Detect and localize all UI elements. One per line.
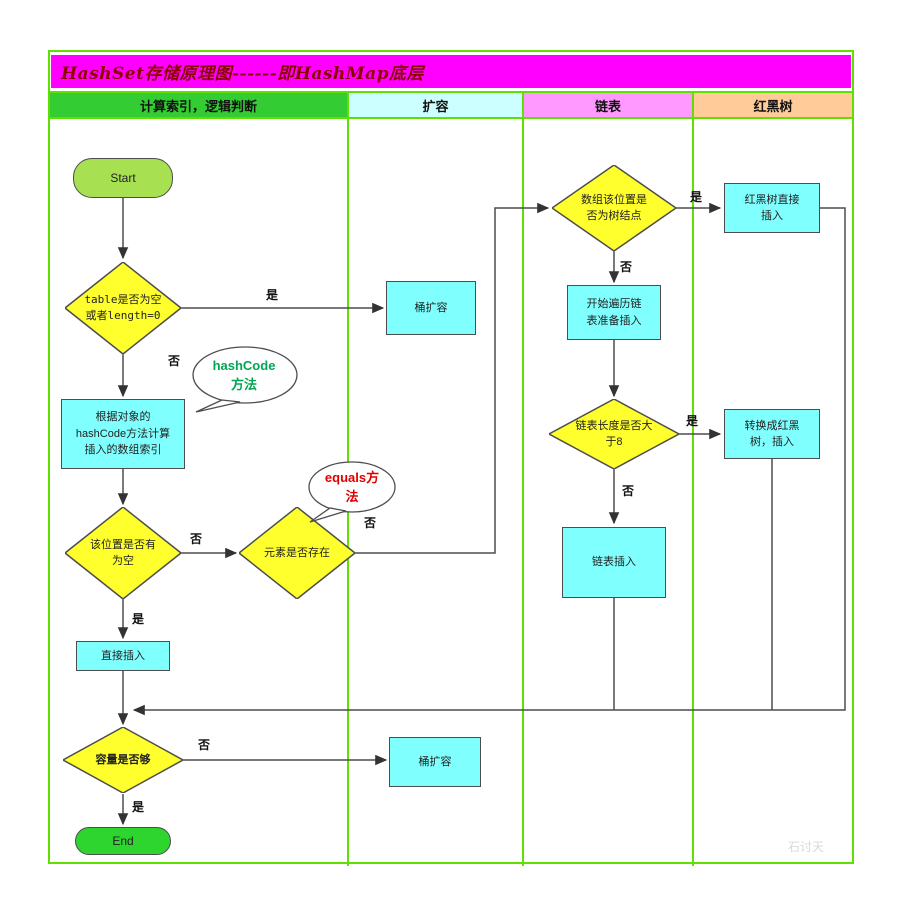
header-top-line	[48, 91, 854, 93]
edge-label-posempty-no: 否	[190, 532, 203, 546]
callout-hashcode: hashCode 方法	[190, 346, 298, 414]
decision-len-gt8-label: 链表长度是否大 于8	[575, 419, 653, 449]
edge-label-capacity-no: 否	[198, 738, 211, 752]
end-node: End	[75, 827, 171, 855]
process-list-insert: 链表插入	[562, 527, 666, 598]
diagram-frame	[48, 50, 854, 864]
decision-element-exists-label: 元素是否存在	[264, 546, 330, 559]
edge-label-capacity-yes: 是	[132, 800, 145, 814]
lane-header-expand: 扩容	[349, 93, 522, 117]
decision-capacity-label: 容量是否够	[95, 753, 151, 766]
decision-pos-empty: 该位置是否有 为空	[65, 507, 181, 599]
edge-label-table-no: 否	[168, 354, 181, 368]
callout-hashcode-label: hashCode 方法	[212, 358, 276, 392]
edge-label-len8-no: 否	[622, 484, 635, 498]
edge-label-len8-yes: 是	[686, 414, 699, 428]
process-rbt-direct-insert: 红黑树直接 插入	[724, 183, 820, 233]
process-bucket-expand-2: 桶扩容	[389, 737, 481, 787]
process-traverse-list: 开始遍历链 表准备插入	[567, 285, 661, 340]
edge-label-tree-yes: 是	[690, 190, 703, 204]
callout-equals: equals方 法	[306, 460, 398, 526]
start-node: Start	[73, 158, 173, 198]
decision-len-gt8: 链表长度是否大 于8	[549, 399, 679, 469]
lane-header-linked-list: 链表	[524, 93, 692, 117]
diagram-title: HashSet存储原理图------即HashMap底层	[61, 64, 425, 84]
decision-pos-empty-label: 该位置是否有 为空	[90, 538, 156, 568]
edge-label-exists-no: 否	[364, 516, 377, 530]
process-convert-rbt: 转换成红黑 树，插入	[724, 409, 820, 459]
title-bar: HashSet存储原理图------即HashMap底层	[51, 55, 851, 88]
lane-divider-2	[522, 91, 524, 866]
decision-tree-node-label: 数组该位置是 否为树结点	[581, 193, 647, 223]
process-direct-insert: 直接插入	[76, 641, 170, 671]
decision-capacity: 容量是否够	[63, 727, 183, 793]
decision-element-exists: 元素是否存在	[239, 507, 355, 599]
decision-table-empty: table是否为空 或者length=0	[65, 262, 181, 354]
edge-label-tree-no: 否	[620, 260, 633, 274]
edge-label-table-yes: 是	[266, 288, 279, 302]
callout-equals-label: equals方 法	[324, 470, 380, 504]
lane-divider-3	[692, 91, 694, 866]
process-bucket-expand-1: 桶扩容	[386, 281, 476, 335]
process-calc-index: 根据对象的 hashCode方法计算 插入的数组索引	[61, 399, 185, 469]
watermark: 石讨天	[788, 840, 825, 854]
decision-table-empty-label: table是否为空 或者length=0	[84, 292, 162, 323]
decision-tree-node: 数组该位置是 否为树结点	[552, 165, 676, 251]
lane-header-index-logic: 计算索引，逻辑判断	[50, 93, 347, 117]
lane-header-rbtree: 红黑树	[694, 93, 852, 117]
edge-label-posempty-yes: 是	[132, 612, 145, 626]
header-bottom-line	[48, 117, 854, 119]
